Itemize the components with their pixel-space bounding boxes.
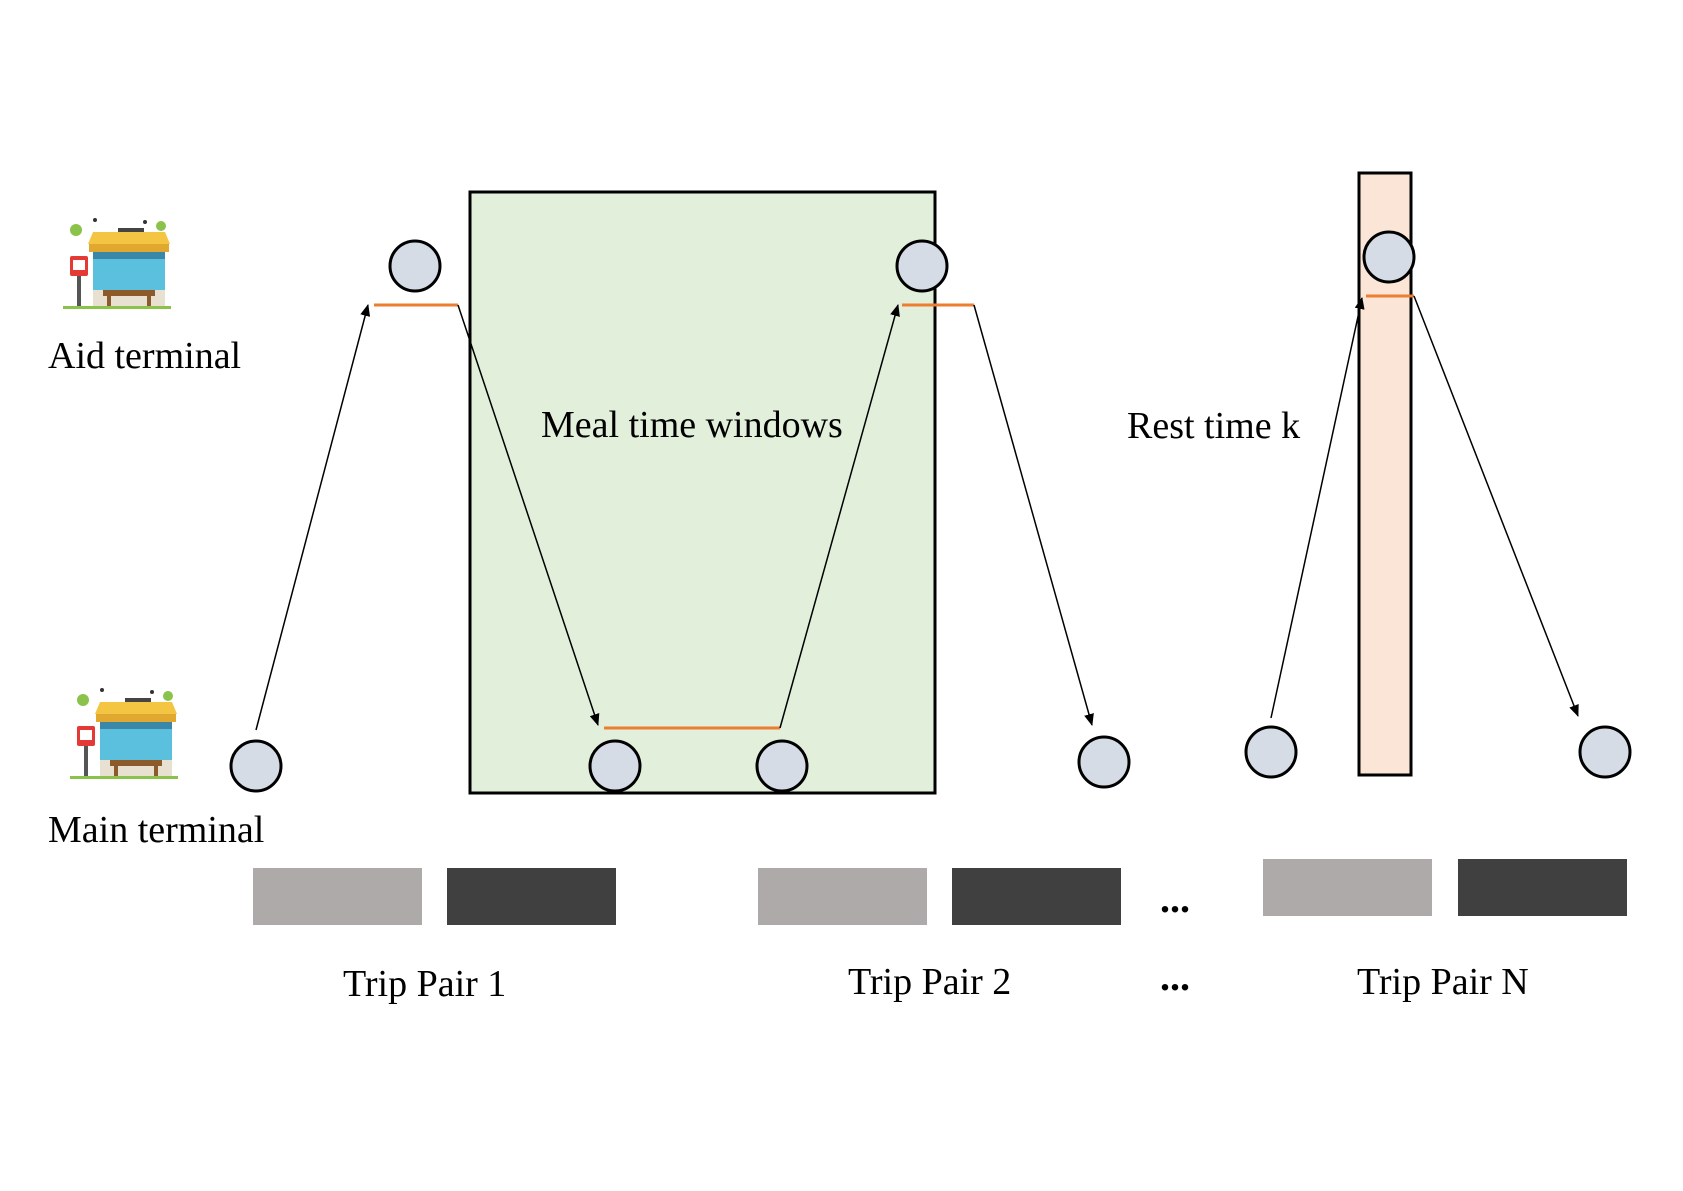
node: [1578, 725, 1632, 779]
trip-2-outbound-bar: [758, 868, 927, 925]
node: [755, 739, 809, 793]
node: [1362, 230, 1416, 284]
node: [895, 239, 949, 293]
meal-time-window: [468, 190, 937, 795]
trip-arrow: [779, 304, 900, 729]
trip-arrow: [255, 304, 371, 731]
main-terminal-label: Main terminal: [48, 809, 264, 851]
trip-arrow: [1413, 295, 1579, 717]
trip-arrow: [973, 304, 1094, 726]
trip-arrow: [457, 304, 600, 726]
trip-n-return-bar: [1458, 859, 1627, 916]
ellipsis-labels: ...: [1160, 954, 1190, 999]
trip-2-return-bar: [952, 868, 1121, 925]
node: [388, 239, 442, 293]
main-terminal-icon: [70, 688, 178, 779]
rest-time-label: Rest time k: [1127, 405, 1300, 447]
node: [1244, 725, 1298, 779]
trip-pair-n-label: Trip Pair N: [1357, 961, 1529, 1003]
trip-pair-1-label: Trip Pair 1: [343, 963, 506, 1005]
meal-window-label: Meal time windows: [541, 404, 843, 446]
aid-terminal-icon: [63, 218, 171, 309]
trip-arrow: [1270, 297, 1365, 719]
trip-1-return-bar: [447, 868, 616, 925]
trip-1-outbound-bar: [253, 868, 422, 925]
trip-n-outbound-bar: [1263, 859, 1432, 916]
node: [1077, 735, 1131, 789]
ellipsis-bars: ...: [1160, 876, 1190, 921]
node: [588, 739, 642, 793]
node: [229, 739, 283, 793]
trip-pair-2-label: Trip Pair 2: [848, 961, 1011, 1003]
aid-terminal-label: Aid terminal: [48, 335, 241, 377]
